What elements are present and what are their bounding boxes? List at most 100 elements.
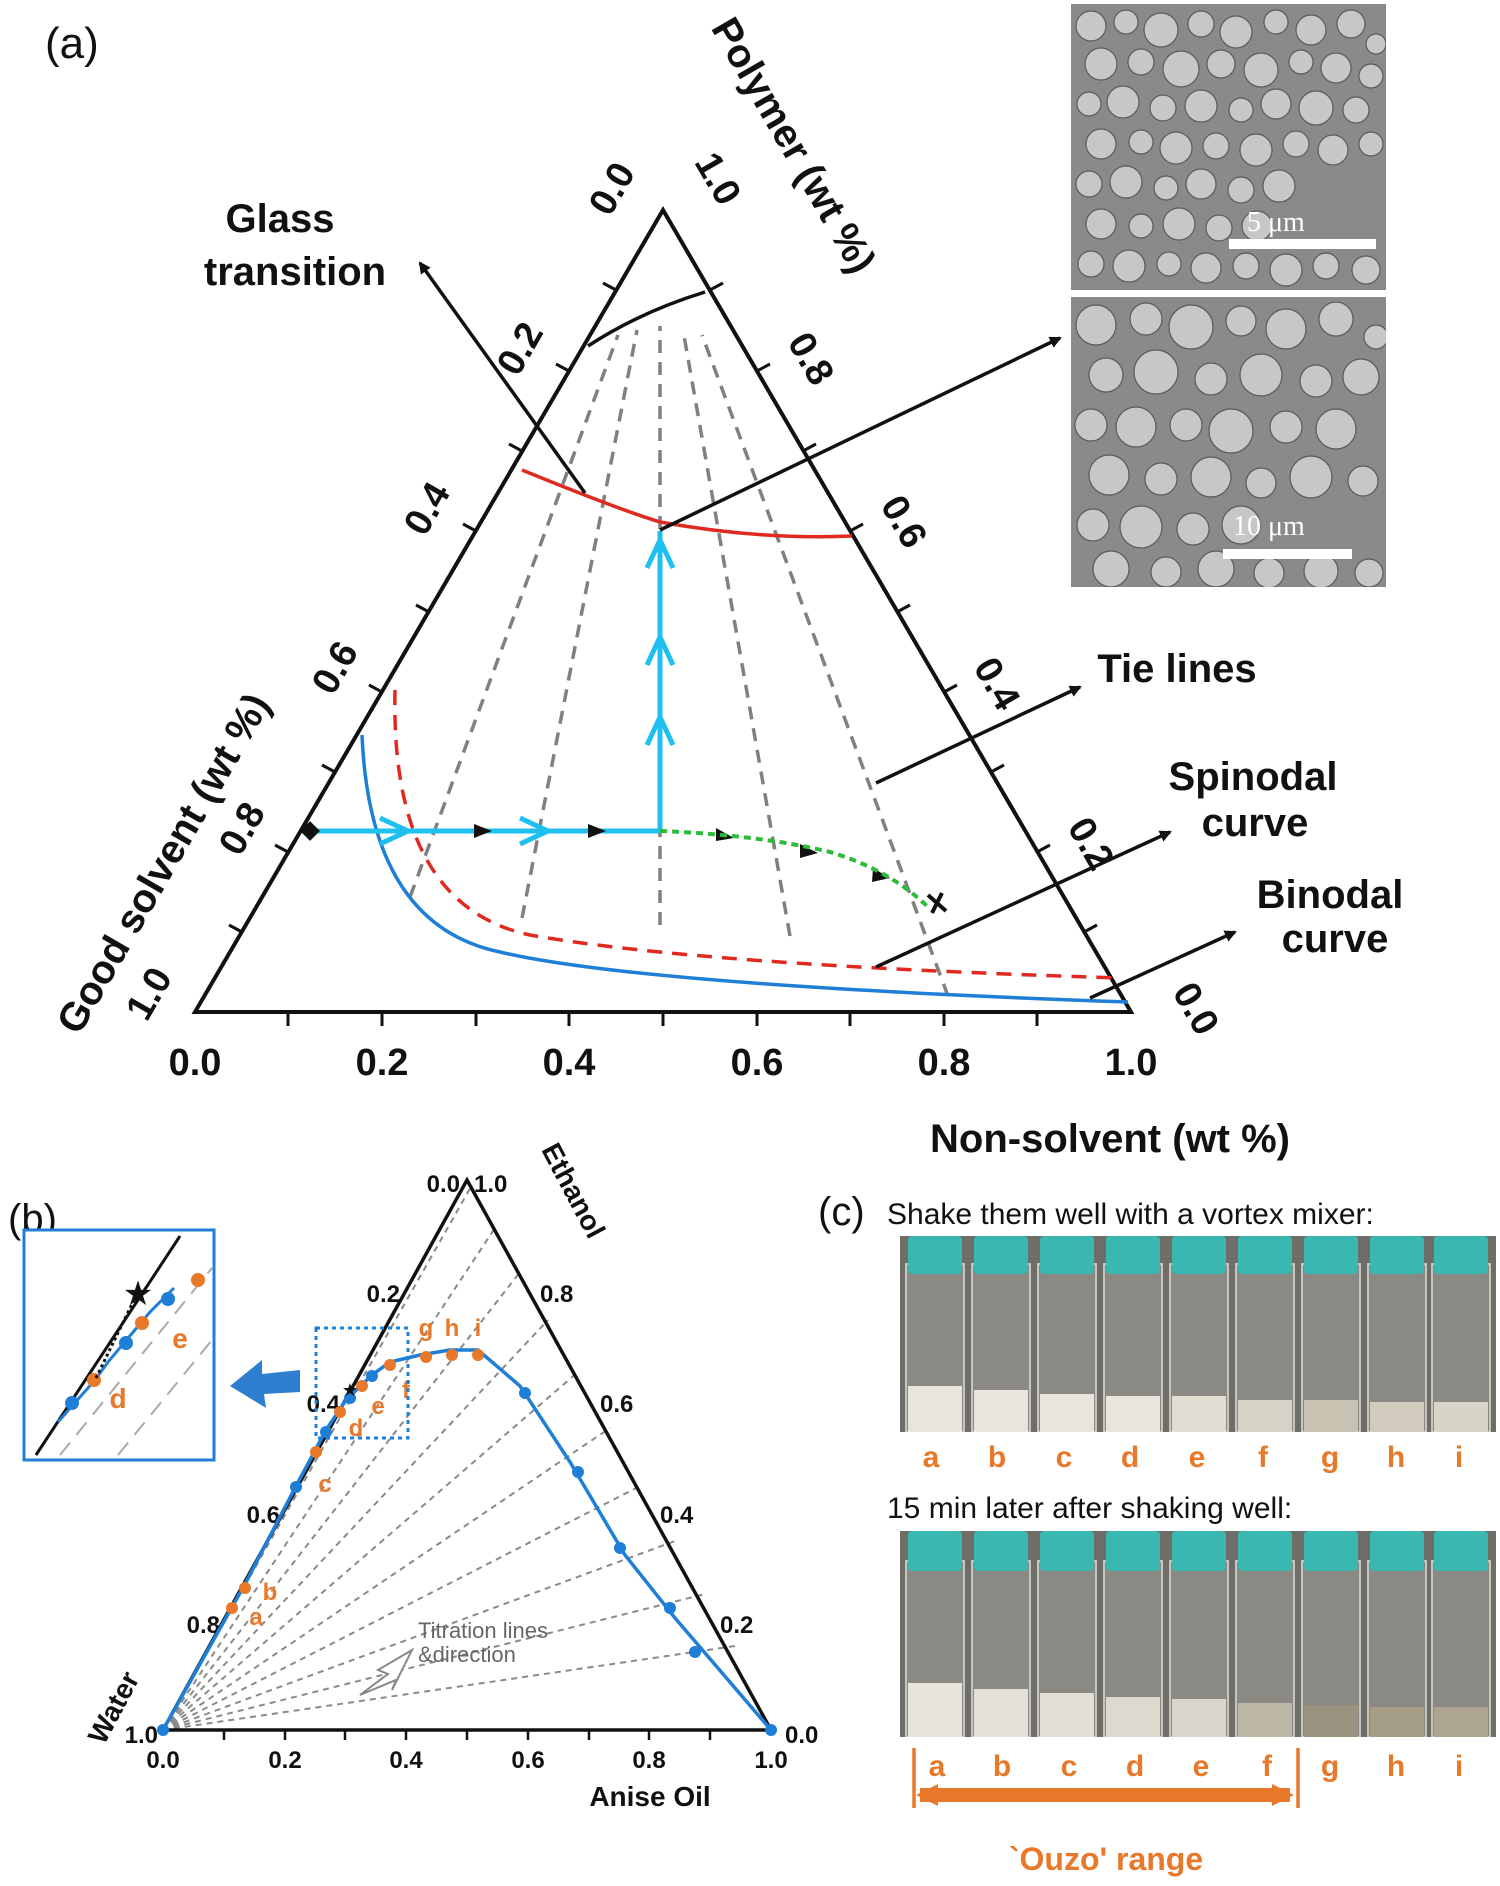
vials-photo-bottom xyxy=(900,1531,1496,1737)
tick-label: 0.8 xyxy=(632,1747,665,1774)
tick-label: 0.0 xyxy=(169,1042,222,1084)
point-label: h xyxy=(445,1315,460,1342)
tick-label: 1.0 xyxy=(1105,1042,1158,1084)
label-binodal-curve: curve xyxy=(1282,917,1389,961)
point-label: g xyxy=(419,1315,434,1342)
tick-label: 0.6 xyxy=(600,1391,633,1418)
point-label: d xyxy=(349,1415,364,1442)
tick-label: 0.2 xyxy=(720,1612,753,1639)
spinodal-arrow xyxy=(875,830,1172,969)
spinodal-curve xyxy=(393,689,1121,980)
vial-label: e xyxy=(1189,1441,1206,1474)
vial-label: b xyxy=(988,1441,1006,1474)
sem-scale-top: 5 μm xyxy=(1247,207,1305,238)
svg-text:★: ★ xyxy=(123,1275,153,1313)
inset-label-e: e xyxy=(172,1323,188,1354)
vial-label: a xyxy=(929,1750,946,1783)
titration-label-1: Titration lines xyxy=(418,1618,548,1643)
caption-top: Shake them well with a vortex mixer: xyxy=(887,1198,1374,1231)
tick-label: 0.8 xyxy=(918,1042,971,1084)
vial-label: f xyxy=(1258,1441,1269,1474)
panel-a-label: (a) xyxy=(45,19,99,68)
vials-photo-top xyxy=(900,1236,1496,1432)
vial-labels-top: a b c d e f g h i xyxy=(923,1441,1464,1474)
tick-label: 1.0 xyxy=(474,1171,507,1198)
zoom-arrow xyxy=(230,1360,300,1408)
vial-label: c xyxy=(1056,1441,1073,1474)
star-icon: ★ xyxy=(342,1380,358,1400)
vial-label: i xyxy=(1455,1750,1463,1783)
tick-label: 0.4 xyxy=(396,476,459,543)
tick-label: 1.0 xyxy=(754,1747,787,1774)
label-spinodal-curve: curve xyxy=(1202,801,1309,845)
tick-label: 0.8 xyxy=(540,1281,573,1308)
vial-label: d xyxy=(1126,1750,1144,1783)
tick-label: 0.0 xyxy=(146,1747,179,1774)
tick-label: 1.0 xyxy=(118,961,181,1028)
inset-label-d: d xyxy=(109,1383,126,1414)
vial-label: b xyxy=(993,1750,1011,1783)
vial-labels-bottom: a b c d e f g h i xyxy=(929,1750,1464,1783)
tick-label: 0.6 xyxy=(872,489,935,556)
sem-scale-bottom: 10 μm xyxy=(1233,511,1305,542)
vial-label: i xyxy=(1455,1441,1463,1474)
vial-label: h xyxy=(1387,1750,1405,1783)
triangle-a xyxy=(191,206,1135,1014)
tick-label: 1.0 xyxy=(686,146,749,213)
binodal-curve-b xyxy=(161,1348,773,1732)
vial-label: g xyxy=(1321,1750,1339,1783)
vial-label: e xyxy=(1193,1750,1210,1783)
vial-label: f xyxy=(1262,1750,1273,1783)
axis-title-nonsolvent: Non-solvent (wt %) xyxy=(930,1117,1290,1161)
tick-label: 0.4 xyxy=(543,1042,596,1084)
end-cross-icon xyxy=(926,892,948,914)
zoom-box xyxy=(314,1326,410,1440)
vials-top xyxy=(905,1236,1491,1432)
tie-arrow xyxy=(875,685,1082,785)
bottom-tick-labels-b: 0.0 0.2 0.4 0.6 0.8 1.0 xyxy=(146,1747,787,1774)
glass-arrow xyxy=(418,261,587,495)
inset-box xyxy=(22,1228,216,1462)
tick-label: 0.4 xyxy=(389,1747,423,1774)
label-tie-lines: Tie lines xyxy=(1097,647,1256,691)
label-glass: Glass xyxy=(226,197,335,241)
left-tick-labels-b: 1.0 0.8 0.6 0.4 0.2 0.0 xyxy=(125,1171,460,1749)
tick-label: 0.0 xyxy=(427,1171,460,1198)
vial-label: g xyxy=(1321,1441,1339,1474)
vial-label: d xyxy=(1121,1441,1139,1474)
point-label: i xyxy=(475,1315,482,1342)
tick-label: 0.6 xyxy=(511,1747,544,1774)
vial-label: a xyxy=(923,1441,940,1474)
tick-label: 0.8 xyxy=(779,326,842,393)
point-label: e xyxy=(371,1393,384,1420)
tick-label: 0.0 xyxy=(581,156,644,223)
tick-label: 0.0 xyxy=(785,1722,818,1749)
axis-title-anise-oil: Anise Oil xyxy=(589,1781,710,1812)
panel-c-label: (c) xyxy=(818,1190,865,1234)
point-label: b xyxy=(263,1579,278,1606)
sem-image-top: 5 μm xyxy=(1071,4,1386,290)
tick-label: 0.2 xyxy=(367,1281,400,1308)
tick-label: 0.4 xyxy=(965,651,1028,718)
titration-direction-arrow xyxy=(359,1647,415,1696)
tick-label: 0.2 xyxy=(268,1747,301,1774)
right-tick-labels-b: 0.0 0.2 0.4 0.6 0.8 1.0 xyxy=(474,1171,818,1749)
ouzo-range-label: `Ouzo' range xyxy=(1009,1841,1203,1877)
label-transition: transition xyxy=(204,250,386,294)
label-binodal: Binodal xyxy=(1257,873,1404,917)
tick-label: 0.4 xyxy=(660,1502,694,1529)
sem-image-bottom: 10 μm xyxy=(1071,297,1386,587)
vials-bottom xyxy=(905,1531,1491,1737)
blue-points xyxy=(157,1370,777,1736)
tick-label: 1.0 xyxy=(125,1722,158,1749)
bottom-tick-labels-a: 0.0 0.2 0.4 0.6 0.8 1.0 xyxy=(169,1042,1158,1084)
glass-transition-arc xyxy=(587,290,706,348)
green-path xyxy=(659,829,930,909)
axis-title-polymer: Polymer (wt %) xyxy=(703,10,884,280)
titration-label-2: &direction xyxy=(418,1642,516,1667)
tie-lines xyxy=(408,326,950,997)
binodal-curve xyxy=(360,734,1129,1004)
orange-points xyxy=(226,1349,484,1614)
tick-label: 0.8 xyxy=(187,1612,220,1639)
